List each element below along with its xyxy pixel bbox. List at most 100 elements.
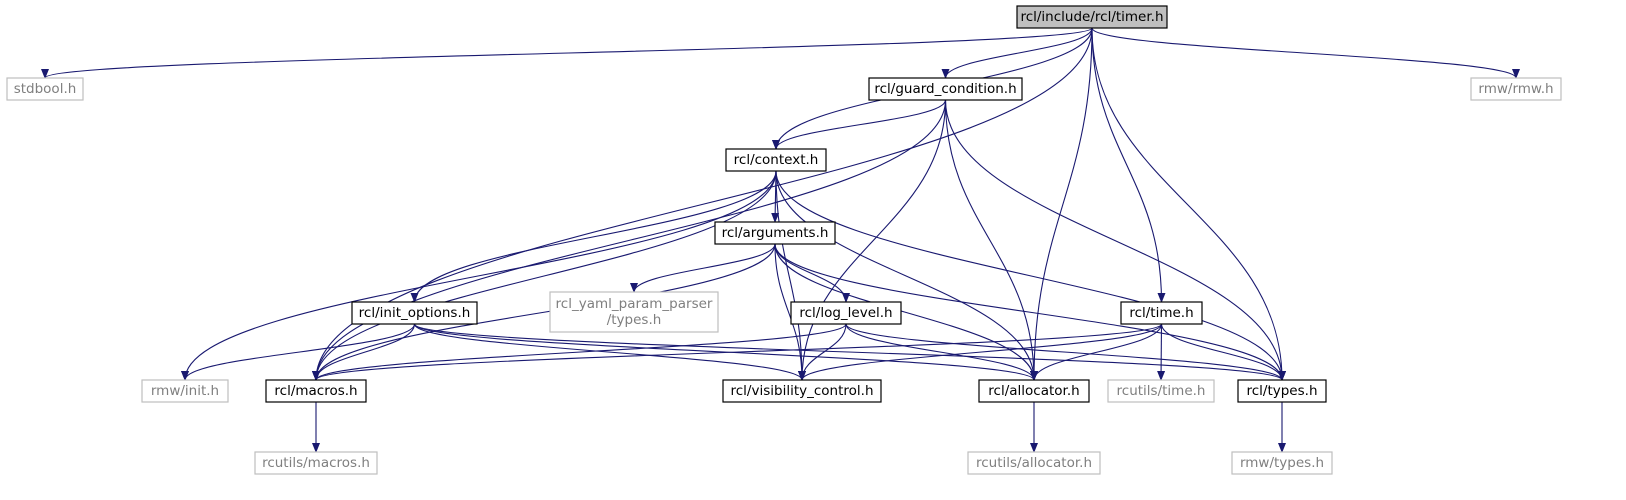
edge-arguments-to-visibility [774,243,806,381]
edge-timer-to-allocator [1030,27,1093,381]
node-box [1470,77,1562,101]
edge-line [775,170,1286,381]
edge-line [772,99,947,150]
edge-guard-to-types [944,99,1286,381]
edge-line [413,323,1286,381]
edge-line [312,323,1163,381]
node-stdbool: stdbool.h [6,77,84,101]
edge-context-to-macros [312,170,777,381]
edge-line [1091,27,1286,381]
node-label: rcutils/time.h [1117,383,1206,399]
edge-line [312,99,947,381]
edge-context-to-types [775,170,1286,381]
edge-line [630,243,776,293]
node-label: rcl/macros.h [274,383,357,399]
edge-line [775,170,1038,381]
edge-timer-to-types [1091,27,1286,381]
node-types[interactable]: rcl/types.h [1237,379,1327,403]
edge-timer-to-stdbool [41,27,1093,79]
node-rcutils-macros: rcutils/macros.h [254,451,378,475]
edge-arguments-to-log_level [774,243,850,303]
edge-timer-to-time [1091,27,1166,303]
edge-line [1030,27,1093,381]
edge-init_options-to-rmw_init [181,323,416,381]
edge-line [1091,27,1520,79]
node-label: rcl/init_options.h [359,305,471,321]
node-time[interactable]: rcl/time.h [1120,301,1203,325]
node-log-level[interactable]: rcl/log_level.h [790,301,902,325]
node-visibility[interactable]: rcl/visibility_control.h [722,379,882,403]
edge-timer-to-rmw_rmw [1091,27,1520,79]
edge-time-to-allocator [1030,323,1163,381]
node-label: rcl/time.h [1129,305,1193,321]
edge-line [941,27,1093,79]
edge-context-to-rmw_init [181,170,777,381]
edge-line [944,99,1038,381]
node-timer[interactable]: rcl/include/rcl/timer.h [1016,5,1168,29]
node-box [1016,5,1168,29]
edge-arguments-to-allocator [774,243,1038,381]
node-box [265,379,367,403]
node-label: rmw/rmw.h [1478,81,1553,97]
edge-arguments-to-macros [312,243,776,381]
edge-log_level-to-allocator [845,323,1038,381]
node-box [868,77,1023,101]
edge-time-to-types [1160,323,1286,381]
node-rmw-types: rmw/types.h [1231,451,1333,475]
edge-time-to-rcutils_time [1157,323,1166,381]
node-label: rcl/arguments.h [722,225,829,241]
node-label: rcutils/allocator.h [976,455,1092,471]
edge-line [774,243,1286,381]
edge-init_options-to-types [413,323,1286,381]
edge-line [798,323,1163,381]
node-box [978,379,1090,403]
edge-line [312,170,777,381]
edges-layer [41,27,1520,453]
edge-line [1157,323,1166,381]
node-box [1237,379,1327,403]
node-label: rcl/include/rcl/timer.h [1020,9,1163,25]
edge-arguments-to-types [774,243,1286,381]
node-box [714,221,836,245]
node-rmw-rmw: rmw/rmw.h [1470,77,1562,101]
node-label: rcl_yaml_param_parser [556,296,713,312]
node-box [1120,301,1203,325]
node-box [725,148,827,172]
node-allocator[interactable]: rcl/allocator.h [978,379,1090,403]
node-arguments[interactable]: rcl/arguments.h [714,221,836,245]
edge-init_options-to-visibility [413,323,806,381]
edge-timer-to-guard [941,27,1093,79]
edge-line [413,323,806,381]
edge-line [410,170,777,303]
edge-line [1091,27,1166,303]
edge-line [845,323,1286,381]
node-label: rcl/guard_condition.h [874,81,1016,97]
node-label: /types.h [607,312,662,328]
edge-line [774,243,1038,381]
node-context[interactable]: rcl/context.h [725,148,827,172]
edge-line [845,323,1038,381]
node-label: rcl/visibility_control.h [731,383,874,399]
edge-line [41,27,1093,79]
edge-line [312,243,776,381]
edge-line [181,323,416,381]
node-box [351,301,478,325]
edge-time-to-macros [312,323,1163,381]
node-box [790,301,902,325]
edge-line [1160,323,1286,381]
node-macros[interactable]: rcl/macros.h [265,379,367,403]
edge-line [774,243,806,381]
edge-guard-to-allocator [944,99,1038,381]
node-box [967,451,1101,475]
edge-context-to-visibility [775,170,806,381]
edge-log_level-to-types [845,323,1286,381]
node-box [1107,379,1215,403]
node-label: stdbool.h [14,81,77,97]
node-label: rmw/init.h [151,383,219,399]
edge-context-to-init_options [410,170,777,303]
node-label: rmw/types.h [1240,455,1324,471]
node-init-options[interactable]: rcl/init_options.h [351,301,478,325]
node-guard[interactable]: rcl/guard_condition.h [868,77,1023,101]
edge-line [944,99,1286,381]
